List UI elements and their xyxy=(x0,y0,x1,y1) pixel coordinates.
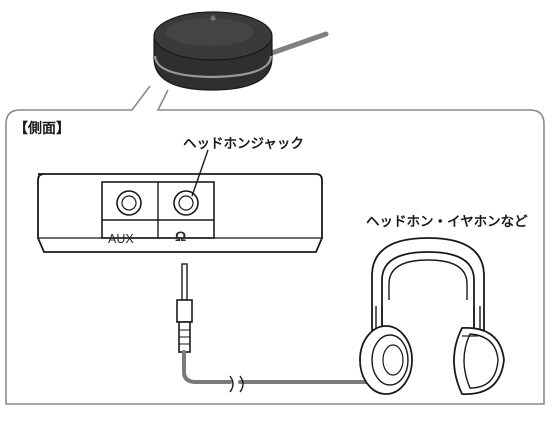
headphone-port-symbol: Ω xyxy=(175,228,187,244)
cable-break-mark xyxy=(229,375,244,393)
headband-inner xyxy=(388,259,468,300)
device-band xyxy=(153,55,273,79)
left-earcup xyxy=(359,325,413,395)
device-top-highlight xyxy=(166,18,254,46)
right-earcup xyxy=(453,327,505,395)
aux-port-inner xyxy=(121,195,137,211)
headphones-label: ヘッドホン・イヤホンなど xyxy=(366,214,528,229)
headphone-plug xyxy=(176,263,193,353)
headphone-port-inner xyxy=(178,195,194,211)
headphone-cable xyxy=(182,350,374,384)
speaker-device xyxy=(153,11,329,91)
side-panel xyxy=(37,173,323,253)
headphone-jack-label: ヘッドホンジャック xyxy=(183,136,304,151)
headphones xyxy=(359,237,505,395)
jack-leader-line xyxy=(191,149,209,197)
callout-frame xyxy=(5,85,545,405)
side-view-label: 【側面】 xyxy=(14,120,70,136)
aux-port-label: AUX xyxy=(108,232,134,246)
device-logo: ☼ xyxy=(209,14,216,23)
